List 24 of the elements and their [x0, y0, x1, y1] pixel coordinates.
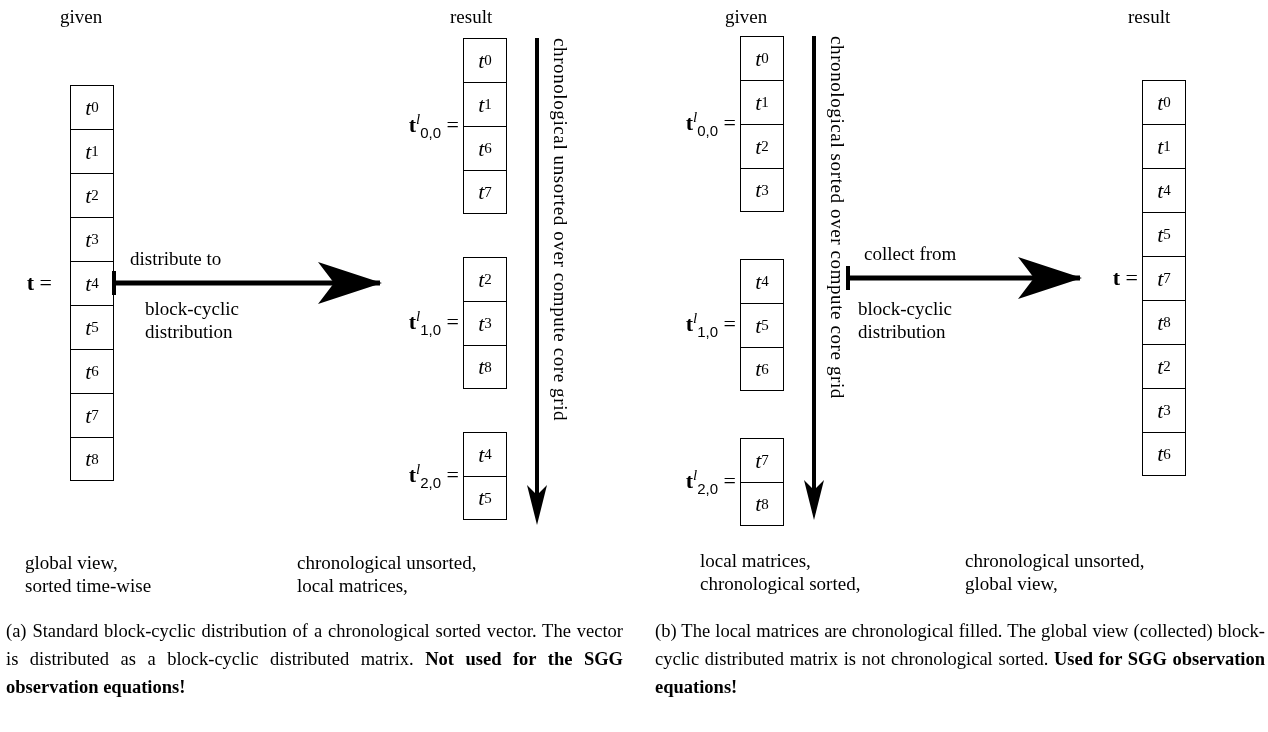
arrow — [846, 257, 1082, 299]
annotation-text: local matrices, chronological sorted, — [700, 550, 862, 596]
subfigure-caption: (b) The local matrices are chronological filled. The global view (collected) block-cyclic distributed matrix is not chronological sorted. Used for SGG observation equations! — [655, 620, 1265, 700]
annotation-text: global view, sorted time-wise — [25, 552, 153, 598]
vector-label: t$^{l}$$_{2,0}$ = — [684, 467, 737, 497]
arrow — [112, 262, 382, 304]
column-heading: result — [1128, 6, 1171, 29]
vector-label: t$^{l}$$_{0,0}$ = — [407, 111, 460, 141]
annotation-text: block-cyclic distribution — [145, 298, 240, 344]
axis-label: chronological sorted over compute core grid — [826, 36, 848, 399]
vector-label: t$^{l}$$_{2,0}$ = — [407, 461, 460, 491]
vector-label: t = — [1111, 265, 1139, 291]
vector-label: t$^{l}$$_{1,0}$ = — [407, 308, 460, 338]
axis-label: chronological unsorted over compute core grid — [549, 38, 571, 422]
annotation-text: block-cyclic distribution — [858, 298, 953, 344]
vector-label: t$^{l}$$_{1,0}$ = — [684, 310, 737, 340]
subfigure-caption: (a) Standard block-cyclic distribution of a chronological sorted vector. The vector is distributed as a block-cyclic distributed matrix. Not used for the SGG observation equations! — [6, 620, 623, 700]
vector-label: t$^{l}$$_{0,0}$ = — [684, 109, 737, 139]
vector-label: t = — [25, 270, 53, 296]
annotation-text: chronological unsorted, global view, — [965, 550, 1146, 596]
column-heading: given — [725, 6, 768, 29]
annotation-text: chronological unsorted, local matrices, — [297, 552, 478, 598]
column-heading: result — [450, 6, 493, 29]
column-heading: given — [60, 6, 103, 29]
